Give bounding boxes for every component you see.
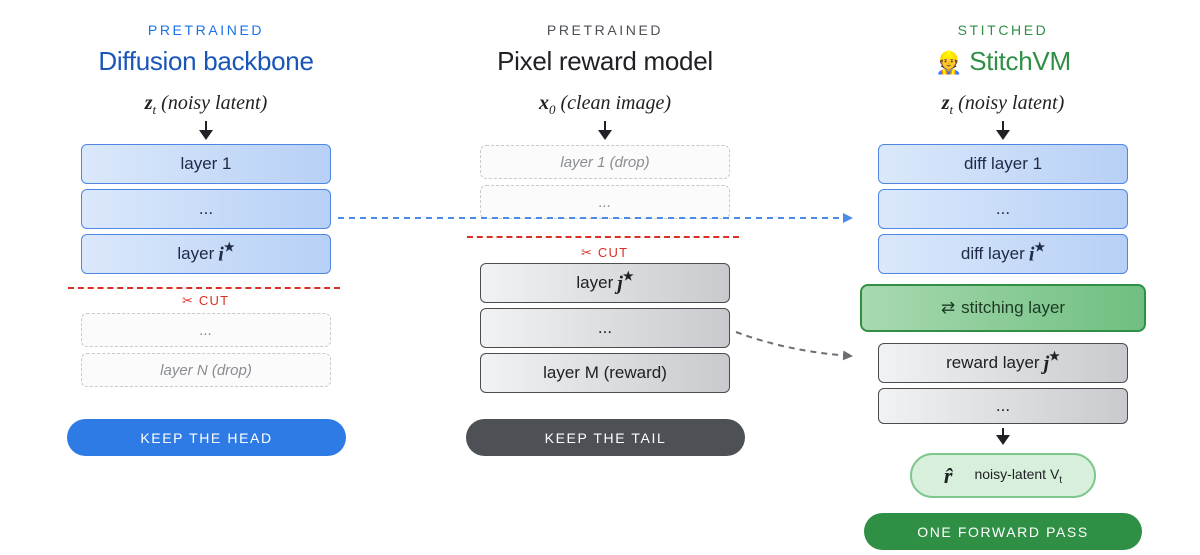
backbone-layer-i-star-symbol: i★: [218, 239, 235, 267]
backbone-input-subscript: t: [152, 102, 157, 117]
reward-input-text: (clean image): [560, 92, 671, 114]
backbone-input-symbol: z: [144, 92, 153, 114]
reward-input-subscript: 0: [548, 102, 556, 117]
backbone-layer-ellipsis-label: ...: [198, 199, 214, 218]
reward-output-subscript: t: [1059, 474, 1063, 486]
reward-hat-symbol: r̂: [943, 462, 953, 488]
stitched-reward-star-symbol: j★: [1043, 348, 1060, 376]
keep-the-head-pill: KEEP THE HEAD: [67, 419, 346, 456]
workers-emoji-icon: 👷: [935, 50, 963, 75]
reward-dropped-layer-1: layer 1 (drop): [480, 145, 730, 179]
reward-layer-j-star-symbol: j★: [617, 268, 634, 296]
stitched-reward-star-glyph: ★: [1049, 348, 1060, 363]
stitched-reward-layer-j-star: reward layer j★: [878, 343, 1128, 383]
reward-input-arrow: [598, 121, 612, 140]
backbone-layer-i-star: layer i★: [81, 234, 331, 274]
backbone-layer-ellipsis: ...: [81, 189, 331, 229]
stitched-diff-layer-1: diff layer 1: [878, 144, 1128, 184]
reward-star-letter: j: [617, 272, 623, 295]
backbone-dropped-ellipsis: ...: [81, 313, 331, 347]
backbone-cut-label: ✂ CUT: [182, 293, 230, 308]
stitching-layer: ⇄ stitching layer: [860, 284, 1146, 332]
reward-star-glyph: ★: [622, 268, 634, 283]
backbone-layer-1: layer 1: [81, 144, 331, 184]
reward-layer-m-label: layer M (reward): [543, 363, 667, 382]
backbone-title: Diffusion backbone: [98, 46, 314, 76]
stitched-diff-star-symbol: i★: [1028, 239, 1046, 267]
backbone-input-text: (noisy latent): [161, 92, 268, 114]
backbone-dropped-layer-n: layer N (drop): [81, 353, 331, 387]
reward-kicker: PRETRAINED: [546, 22, 664, 38]
stitched-diff-star-glyph: ★: [1034, 239, 1046, 254]
backbone-input-arrow: [199, 121, 213, 140]
backbone-dropped-layer-n-label: layer N (drop): [160, 361, 252, 379]
backbone-input-label: zt (noisy latent): [66, 92, 346, 118]
stitched-diff-layer-1-label: diff layer 1: [963, 154, 1043, 173]
stitched-input-subscript: t: [949, 102, 954, 117]
reward-layer-j-star-label: layer: [576, 273, 614, 292]
reward-input-symbol: x: [538, 92, 549, 114]
backbone-dropped-ellipsis-label: ...: [199, 321, 213, 339]
stitched-input-text: (noisy latent): [958, 92, 1065, 114]
backbone-layer-1-label: layer 1: [180, 154, 232, 173]
stitched-title: 👷 StitchVM: [853, 46, 1153, 77]
backbone-star-glyph: ★: [223, 239, 235, 254]
backbone-cut-line: [68, 287, 340, 289]
stitched-diff-layer-i-star-label: diff layer: [960, 244, 1025, 263]
reward-cut-line: [467, 236, 739, 238]
stitched-reward-ellipsis: ...: [878, 388, 1128, 424]
reward-layer-m: layer M (reward): [480, 353, 730, 393]
reward-cut-label: ✂ CUT: [581, 245, 629, 260]
backbone-layer-i-star-label: layer: [177, 244, 215, 263]
stitching-layer-label: stitching layer: [961, 298, 1066, 317]
reward-layer-ellipsis: ...: [480, 308, 730, 348]
reward-dropped-ellipsis-label: ...: [598, 193, 612, 211]
reward-dropped-ellipsis: ...: [480, 185, 730, 219]
stitched-title-text: StitchVM: [969, 46, 1071, 76]
backbone-kicker: PRETRAINED: [147, 22, 265, 38]
stitched-diff-star-letter: i: [1028, 243, 1035, 266]
one-forward-pass-pill: ONE FORWARD PASS: [864, 513, 1142, 550]
tail-to-stitched-arrow: [735, 331, 853, 361]
stitched-input-symbol: z: [941, 92, 950, 114]
reward-layer-j-star: layer j★: [480, 263, 730, 303]
stitched-output-arrow: [996, 428, 1010, 445]
reward-layer-ellipsis-label: ...: [597, 318, 613, 337]
reward-output: r̂ noisy-latent Vt: [910, 453, 1096, 498]
keep-the-tail-pill: KEEP THE TAIL: [466, 419, 745, 456]
stitched-input-label: zt (noisy latent): [863, 92, 1143, 118]
reward-output-label: noisy-latent Vt: [974, 466, 1062, 486]
backbone-star-letter: i: [218, 243, 224, 266]
stitched-input-arrow: [996, 121, 1010, 140]
reward-output-label-text: noisy-latent V: [974, 465, 1060, 482]
stitch-swap-icon: ⇄: [940, 298, 956, 317]
stitched-diff-layer-i-star: diff layer i★: [878, 234, 1128, 274]
stitched-reward-layer-label: reward layer: [946, 353, 1040, 372]
reward-input-label: x0 (clean image): [465, 92, 745, 118]
stitched-reward-star-letter: j: [1043, 352, 1050, 375]
stitched-kicker: STITCHED: [957, 22, 1049, 38]
stitched-diff-ellipsis-label: ...: [995, 199, 1011, 218]
stitched-diff-ellipsis: ...: [878, 189, 1128, 229]
stitched-reward-ellipsis-label: ...: [995, 396, 1011, 415]
reward-title: Pixel reward model: [497, 46, 713, 76]
reward-dropped-layer-1-label: layer 1 (drop): [560, 153, 650, 171]
